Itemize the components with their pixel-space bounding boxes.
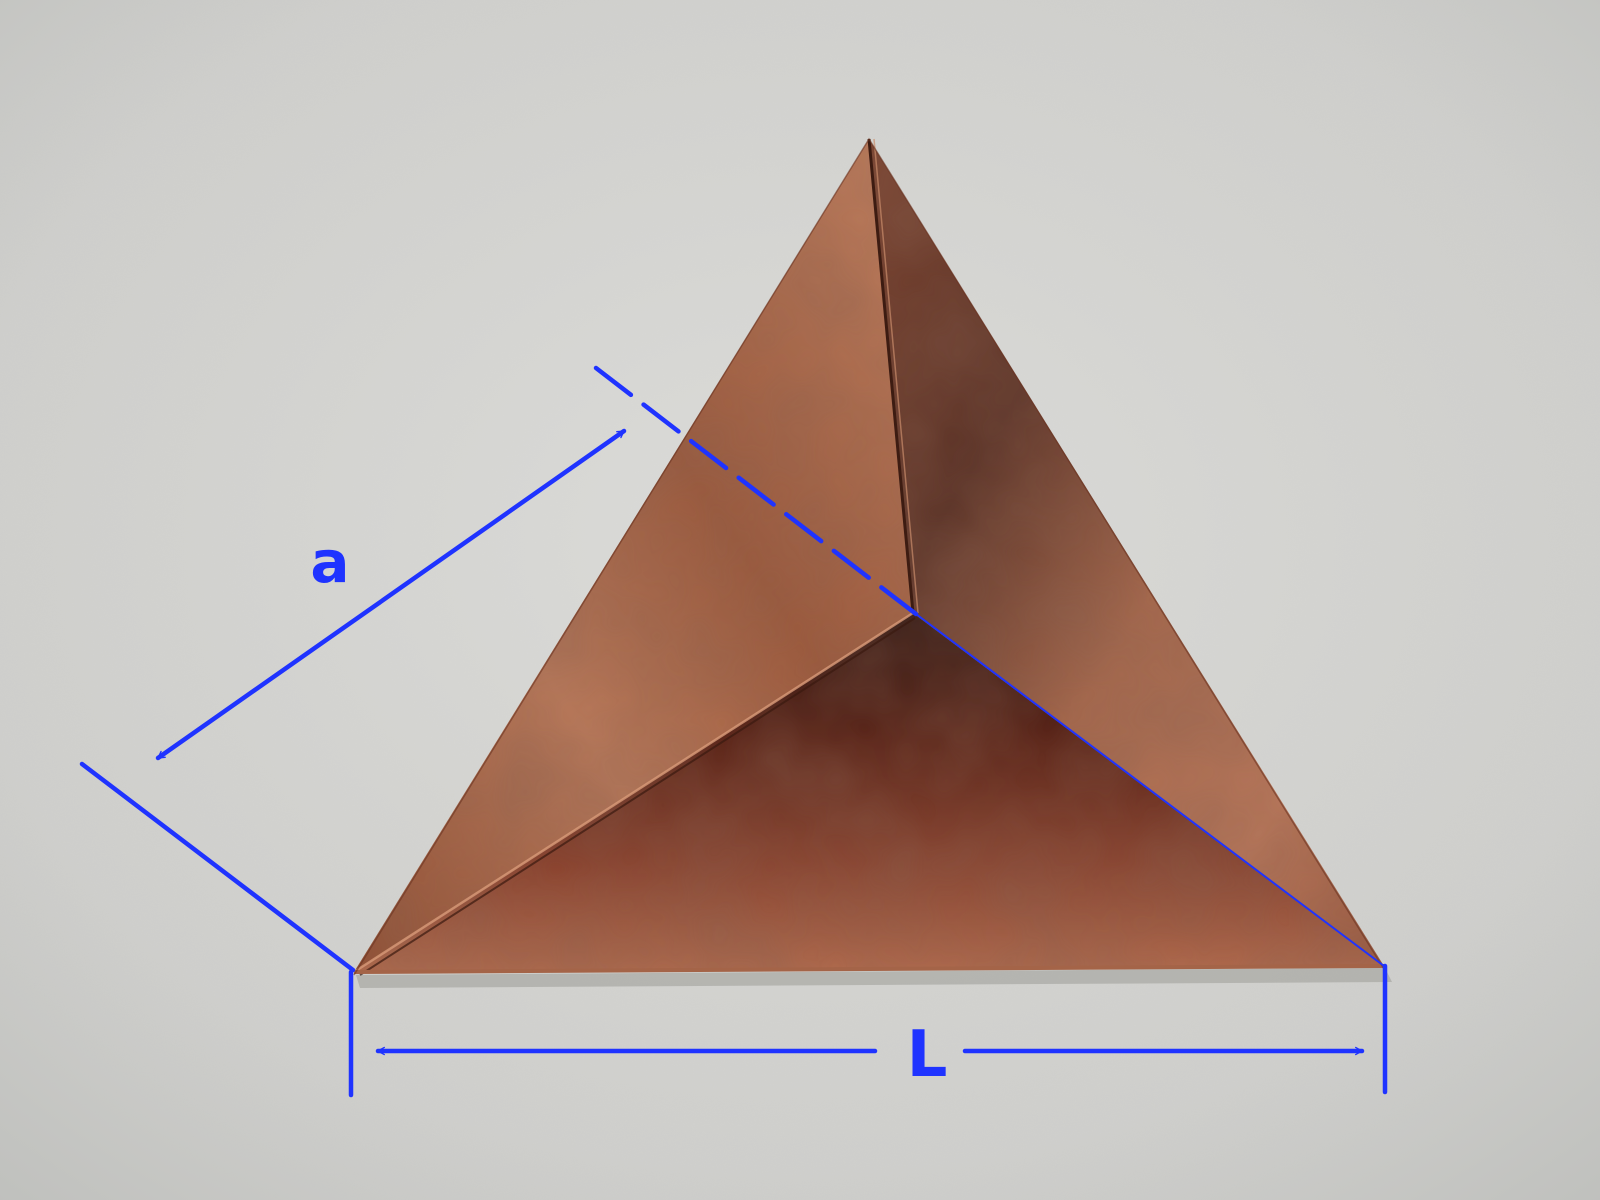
edge-a-label: a [310, 528, 349, 596]
base-L-label: L [907, 1018, 948, 1092]
reflector-vertical-seam [867, 138, 915, 614]
reflector-shadow [356, 968, 1392, 988]
reflector-left-seam [353, 611, 914, 974]
edge-a-dimension-arrow [155, 428, 627, 761]
edge-a-extension-line [79, 761, 356, 973]
corner-reflector [353, 137, 1385, 976]
seam-extension-dashed-line [593, 365, 919, 617]
seam-overlay-line [915, 613, 1385, 967]
dimension-annotations [79, 365, 1388, 1098]
reflector-base-edge [353, 964, 1385, 974]
